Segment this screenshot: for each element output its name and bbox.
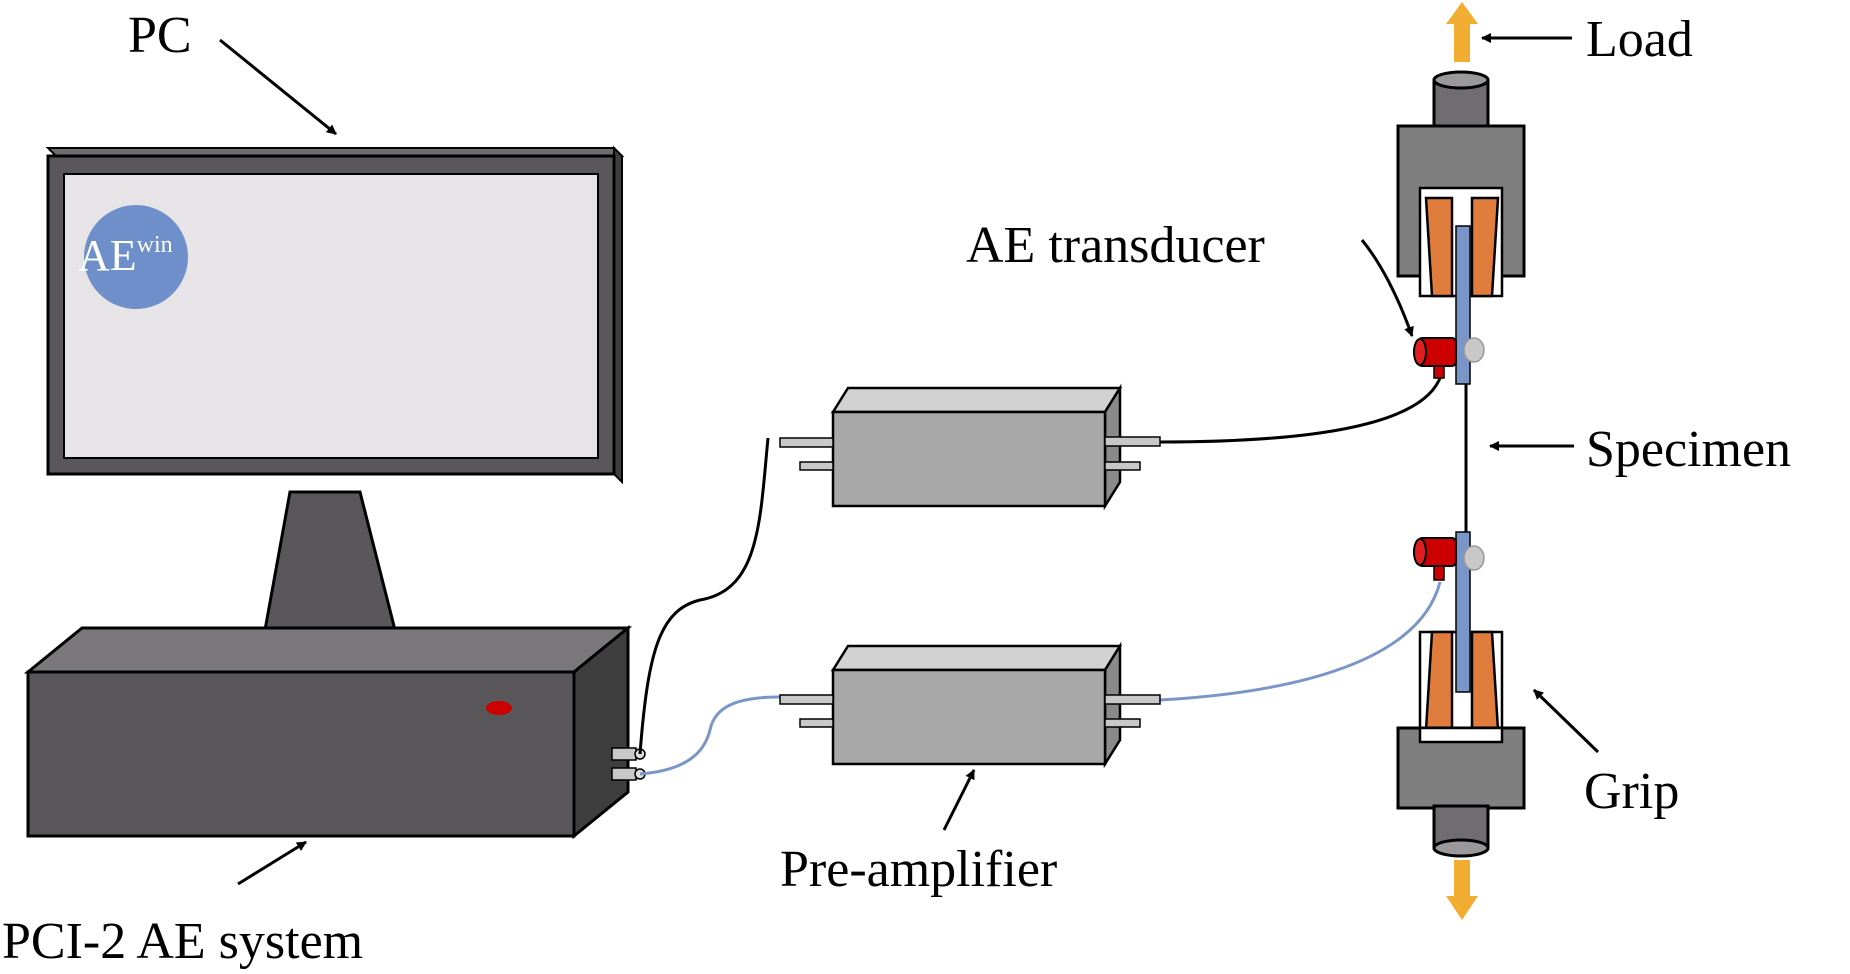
label-preamplifier: Pre-amplifier bbox=[780, 841, 1057, 898]
ae-box-front bbox=[26, 670, 576, 838]
ae-transducer-upper bbox=[1413, 337, 1485, 379]
label-specimen: Specimen bbox=[1586, 421, 1791, 478]
aewin-logo-main: AE bbox=[78, 231, 137, 280]
ae-transducer-arrow bbox=[1360, 239, 1414, 337]
aewin-logo: AEwin bbox=[78, 205, 188, 309]
ae-box-top bbox=[23, 626, 633, 674]
aewin-logo-circle bbox=[84, 205, 188, 309]
load-arrow-down bbox=[1446, 860, 1478, 920]
preamplifier-2 bbox=[779, 641, 1161, 769]
cable-black-preamp1-to-transducer bbox=[1159, 377, 1442, 444]
load-arrow-up bbox=[1446, 2, 1478, 62]
callout-arrows bbox=[219, 33, 1600, 886]
cable-blue-preamp2-to-transducer bbox=[1159, 581, 1442, 702]
label-pc: PC bbox=[128, 7, 192, 64]
label-load: Load bbox=[1586, 11, 1693, 68]
upper-grip-wedge-left bbox=[1424, 196, 1454, 298]
ae-transducer-lower bbox=[1413, 537, 1485, 581]
specimen-lower-tab bbox=[1455, 531, 1471, 693]
upper-grip-wedge-right bbox=[1470, 196, 1500, 298]
cable-blue-box-to-preamp2 bbox=[639, 695, 781, 776]
specimen bbox=[1455, 225, 1471, 693]
label-ae-transducer: AE transducer bbox=[966, 217, 1265, 274]
lower-grip-wedge-right bbox=[1470, 630, 1500, 732]
aewin-logo-sup: win bbox=[137, 232, 173, 258]
preamplifier-1 bbox=[779, 383, 1161, 511]
pc-monitor: AEwin bbox=[45, 145, 625, 632]
cable-black-box-to-preamp1 bbox=[638, 437, 770, 755]
ae-system-box bbox=[23, 624, 646, 840]
label-ae-system: PCI-2 AE system bbox=[2, 913, 363, 970]
grip-arrow bbox=[1532, 688, 1600, 754]
preamplifier-arrow bbox=[942, 769, 976, 831]
svg-text:AEwin: AEwin bbox=[78, 231, 173, 280]
label-grip: Grip bbox=[1584, 763, 1679, 820]
upper-grip bbox=[1396, 70, 1526, 298]
lower-grip-wedge-left bbox=[1424, 630, 1454, 732]
ae-system-arrow bbox=[237, 840, 307, 886]
pc-arrow bbox=[219, 38, 337, 136]
indicator-led bbox=[486, 701, 512, 715]
monitor-stand bbox=[263, 490, 397, 632]
